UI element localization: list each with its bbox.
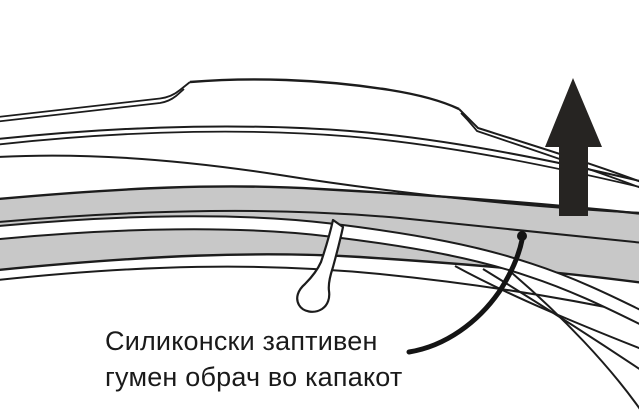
up-arrow-icon [545, 78, 602, 216]
trim-strip-body [0, 217, 639, 323]
fan-line-3 [511, 272, 639, 410]
caption: Силиконски заптивен гумен обрач во капак… [105, 323, 402, 395]
seal-inner-line [0, 209, 639, 244]
panel-edge-step-b [460, 112, 639, 189]
outer-panel-line-a [0, 81, 191, 118]
inner-panel-line-b [0, 130, 639, 188]
trim-strip [0, 215, 639, 325]
outer-panel-top-arc [189, 78, 460, 111]
caption-line-2: гумен обрач во капакот [105, 362, 403, 392]
fan-line-1 [454, 265, 639, 350]
outer-panel-line-b [0, 88, 185, 123]
retainer-clip-icon [296, 218, 345, 313]
lid-edge-fan-lines [454, 265, 639, 410]
caption-line-1: Силиконски заптивен [105, 326, 378, 356]
body-flange-line [0, 265, 639, 315]
pointer-curve [406, 237, 525, 355]
inner-panel-line-a [0, 125, 639, 182]
seal-top-edge [0, 185, 639, 215]
hood-panel-lines [0, 78, 639, 214]
inner-panel-line-c [0, 154, 639, 214]
pointer-line [406, 231, 527, 355]
panel-edge-step-a [458, 108, 639, 183]
pointer-tip-dot [517, 231, 527, 241]
